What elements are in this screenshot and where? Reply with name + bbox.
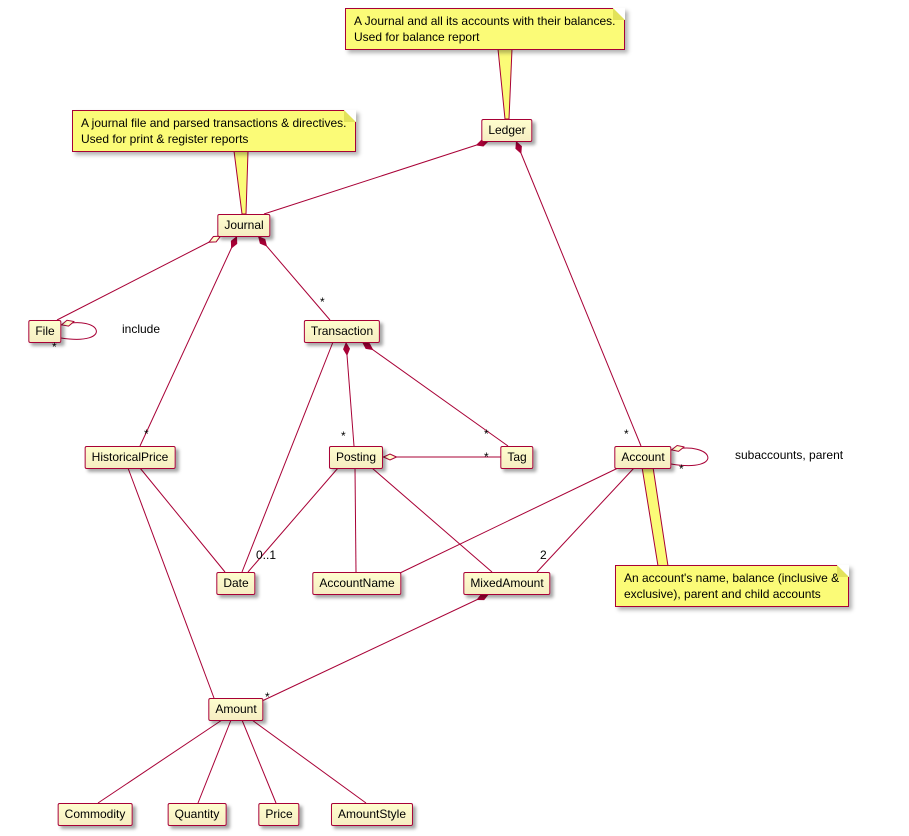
edge-account-accountname	[399, 467, 619, 574]
edge-amount-amountstyle	[251, 719, 367, 804]
label-include: include	[122, 322, 161, 336]
class-quantity: Quantity	[167, 803, 227, 826]
class-name: Quantity	[174, 807, 220, 821]
multiplicity-transaction-tag: *	[484, 427, 489, 441]
class-amountstyle: AmountStyle	[330, 803, 414, 826]
edge-transaction-posting	[343, 341, 355, 447]
note-connector-account	[641, 466, 669, 567]
class-mixedamount: MixedAmount	[463, 572, 551, 595]
multiplicity-journal-historicalprice: *	[144, 427, 149, 441]
class-name: AccountName	[319, 576, 395, 590]
note-line: Used for print & register reports	[81, 132, 249, 146]
edge-historicalprice-amount	[127, 467, 215, 699]
edge-account-self-subaccounts	[671, 448, 709, 466]
class-name: Amount	[215, 702, 257, 716]
class-posting: Posting	[328, 446, 384, 469]
class-name: MixedAmount	[470, 576, 544, 590]
class-amount: Amount	[208, 698, 264, 721]
note-line: A Journal and all its accounts with thei…	[354, 14, 616, 28]
edge-transaction-tag	[361, 341, 509, 447]
class-tag: Tag	[500, 446, 534, 469]
edge-file-self-include	[61, 323, 97, 340]
class-name: Price	[265, 807, 293, 821]
class-name: Account	[621, 450, 665, 464]
note-ledger: A Journal and all its accounts with thei…	[345, 8, 626, 50]
note-connector-ledger	[497, 48, 513, 120]
edge-account-mixedamount	[536, 467, 635, 573]
class-name: Tag	[507, 450, 527, 464]
class-date: Date	[216, 572, 256, 595]
multiplicity-posting-tag: *	[484, 450, 489, 464]
class-journal: Journal	[217, 214, 271, 237]
multiplicity-ledger-account: *	[624, 427, 629, 441]
multiplicity-account-mixedamount: 2	[540, 548, 547, 562]
edge-journal-file	[56, 235, 221, 321]
multiplicity-account-self: *	[679, 462, 684, 476]
note-line: A journal file and parsed transactions &…	[81, 116, 347, 130]
note-line: An account's name, balance (inclusive &	[624, 571, 840, 585]
edge-ledger-journal	[263, 139, 490, 215]
edge-historicalprice-date	[139, 467, 226, 573]
class-name: Journal	[224, 218, 264, 232]
class-name: HistoricalPrice	[91, 450, 169, 464]
class-commodity: Commodity	[57, 803, 133, 826]
label-subaccounts-parent: subaccounts, parent	[735, 448, 844, 462]
multiplicity-journal-transaction: *	[320, 295, 325, 309]
multiplicity-posting-date: 0..1	[256, 548, 277, 562]
class-price: Price	[258, 803, 300, 826]
edge-posting-date	[247, 467, 339, 573]
note-line: Used for balance report	[354, 30, 480, 44]
multiplicity-mixedamount-amount: *	[265, 690, 270, 704]
note-account: An account's name, balance (inclusive & …	[615, 565, 850, 607]
note-journal: A journal file and parsed transactions &…	[72, 110, 357, 152]
edge-posting-mixedamount	[371, 467, 493, 573]
note-connector-journal	[233, 150, 249, 215]
multiplicity-file-include: *	[52, 340, 57, 354]
note-line: exclusive), parent and child accounts	[624, 587, 821, 601]
edge-journal-historicalprice	[139, 235, 238, 447]
class-name: Ledger	[488, 123, 526, 137]
edge-transaction-date	[241, 341, 334, 573]
class-accountname: AccountName	[312, 572, 402, 595]
class-name: File	[35, 324, 55, 338]
class-transaction: Transaction	[303, 320, 381, 343]
edge-amount-price	[241, 719, 277, 804]
edge-ledger-account	[515, 140, 642, 447]
edge-amount-commodity	[97, 719, 223, 804]
edge-journal-transaction	[257, 235, 331, 321]
multiplicity-transaction-posting: *	[341, 429, 346, 443]
class-name: Date	[223, 576, 249, 590]
class-name: Commodity	[64, 807, 126, 821]
class-ledger: Ledger	[481, 119, 533, 142]
class-file: File	[28, 320, 62, 343]
class-name: Transaction	[310, 324, 374, 338]
edge-posting-accountname	[354, 467, 357, 573]
class-name: AmountStyle	[337, 807, 407, 821]
class-name: Posting	[335, 450, 377, 464]
class-historicalprice: HistoricalPrice	[84, 446, 176, 469]
class-account: Account	[614, 446, 672, 469]
edge-amount-quantity	[197, 719, 232, 804]
edge-mixedamount-amount	[261, 593, 490, 702]
